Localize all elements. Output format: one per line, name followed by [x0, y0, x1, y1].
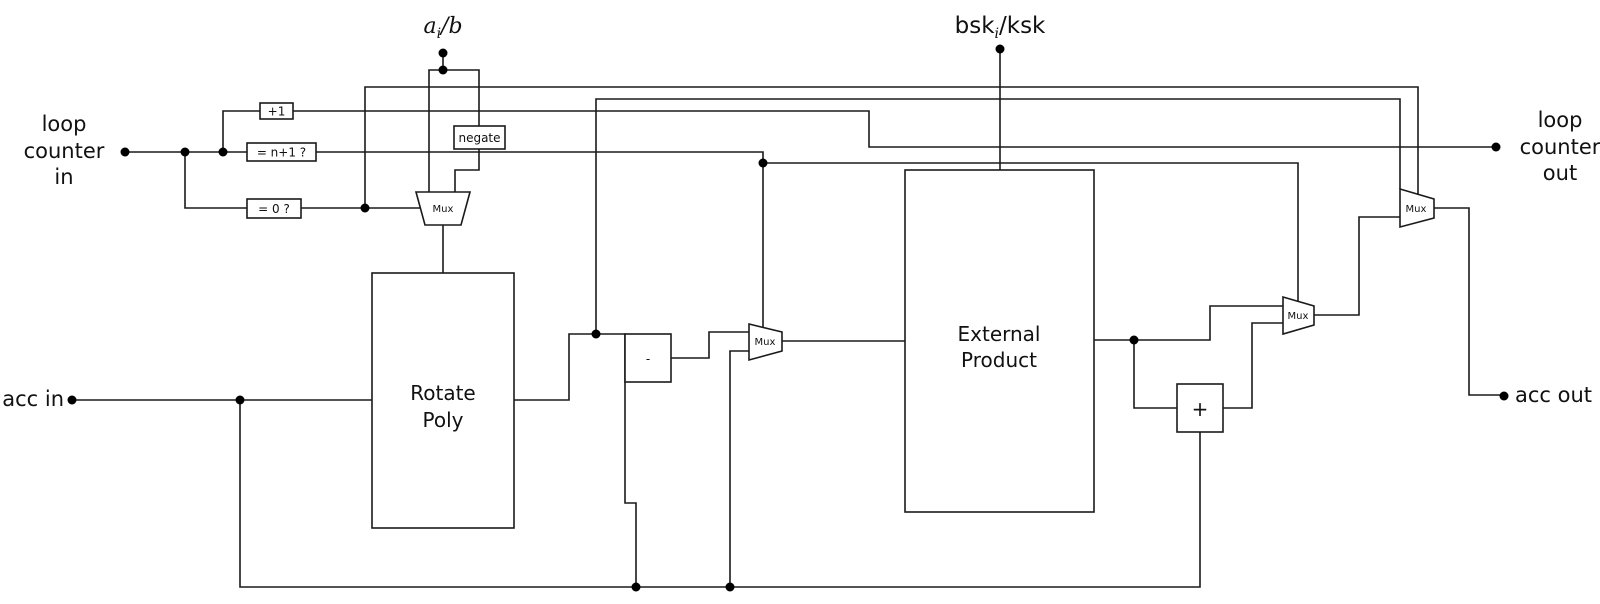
- wire-to-eq0: [184, 152, 247, 209]
- wire-negate-out: [454, 149, 480, 192]
- adder-block: +: [1176, 383, 1224, 433]
- junction-dot: [218, 147, 228, 157]
- negate-label: negate: [458, 131, 500, 145]
- wire-mux3-out: [1314, 216, 1400, 316]
- wire-rotate-out: [514, 333, 626, 401]
- loop-counter-in-label: loop counter in: [24, 112, 105, 189]
- wire-acc-bus: [239, 400, 1201, 588]
- svg-text:out: out: [1543, 161, 1577, 185]
- mux-3: Mux: [1282, 295, 1315, 336]
- junction-dot: [1129, 335, 1139, 345]
- rotate-poly-block: Rotate Poly: [371, 272, 515, 529]
- junction-dot: [235, 395, 245, 405]
- wire-bus-mux2: [729, 350, 749, 587]
- eq-zero-label: = 0 ?: [258, 202, 290, 216]
- wire-adder-out: [1223, 322, 1283, 409]
- plus-one-label: +1: [268, 105, 286, 119]
- svg-text:loop: loop: [42, 112, 87, 136]
- junction-dot: [180, 147, 190, 157]
- wire-to-plus1: [222, 110, 260, 152]
- subtract-block: -: [624, 333, 672, 383]
- mux-2: Mux: [748, 322, 783, 362]
- junction-dot: [120, 147, 130, 157]
- wire-sub-bus: [624, 334, 637, 587]
- mux-1: Mux: [414, 191, 472, 226]
- mux-label: Mux: [433, 204, 454, 215]
- subtract-label: -: [646, 352, 650, 366]
- eq-zero-block: = 0 ?: [246, 198, 302, 219]
- acc-in-label: acc in: [2, 387, 64, 411]
- wire-ep-out: [1094, 305, 1283, 341]
- negate-block: negate: [453, 125, 506, 150]
- svg-text:loop: loop: [1538, 108, 1583, 132]
- wire-rotate-to-mux4: [595, 98, 1401, 334]
- junction-dot: [360, 203, 370, 213]
- wire-mux4-out: [1434, 207, 1503, 396]
- acc-out-label: acc out: [1515, 383, 1592, 407]
- svg-text:in: in: [54, 165, 73, 189]
- wire-node-mux3: [763, 162, 1299, 304]
- mux-4: Mux: [1399, 187, 1435, 229]
- adder-label: +: [1192, 397, 1209, 421]
- wire-ai-split: [428, 69, 480, 192]
- bsk-ksk-label: bski/ksk: [955, 13, 1046, 42]
- rotate-poly-label-1: Rotate: [410, 381, 475, 405]
- eq-n1-label: = n+1 ?: [257, 146, 306, 160]
- junction-dot: [725, 582, 735, 592]
- junction-dot: [995, 44, 1005, 54]
- external-product-label-1: External: [958, 322, 1041, 346]
- ai-b-label: ai/b: [423, 14, 462, 42]
- external-product-label-2: Product: [961, 348, 1037, 372]
- junctions: [67, 44, 1509, 592]
- wire-sub-out: [671, 331, 749, 359]
- svg-text:counter: counter: [24, 139, 105, 163]
- junction-dot: [591, 329, 601, 339]
- mux-label: Mux: [1288, 311, 1309, 322]
- wire-eq0-to-mux4: [364, 86, 1419, 208]
- junction-dot: [438, 65, 448, 75]
- mux-label: Mux: [1406, 204, 1427, 215]
- junction-dot: [1491, 142, 1501, 152]
- external-product-block: External Product: [904, 169, 1095, 513]
- wire-ep-adder: [1133, 340, 1177, 409]
- mux-label: Mux: [755, 337, 776, 348]
- plus-one-block: +1: [259, 102, 294, 120]
- loop-counter-out-label: loop counter out: [1520, 108, 1600, 185]
- junction-dot: [631, 582, 641, 592]
- junction-dot: [758, 158, 768, 168]
- eq-n1-block: = n+1 ?: [246, 142, 317, 162]
- wire-eqn1-out: [316, 151, 764, 162]
- rotate-poly-label-2: Poly: [423, 408, 464, 432]
- wire-plus1-out: [293, 110, 1495, 148]
- junction-dot: [67, 395, 77, 405]
- junction-dot: [1499, 391, 1509, 401]
- svg-text:counter: counter: [1520, 135, 1600, 159]
- junction-dot: [438, 48, 448, 58]
